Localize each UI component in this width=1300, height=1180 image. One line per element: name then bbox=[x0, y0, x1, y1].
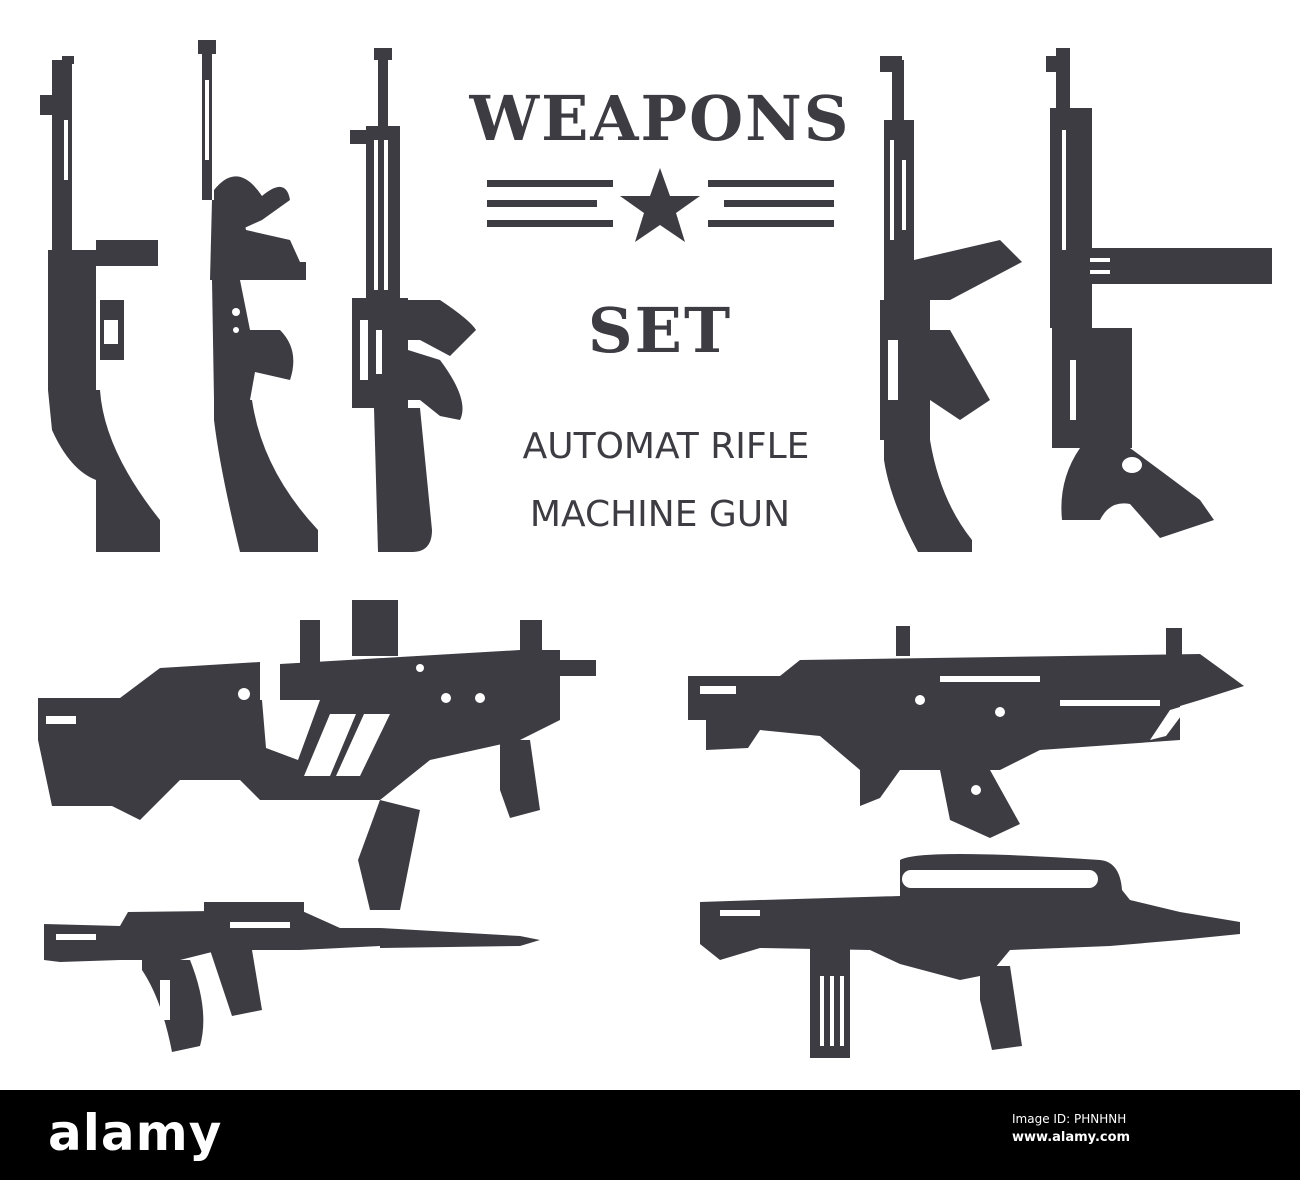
subtitle-automat-rifle: AUTOMAT RIFLE bbox=[523, 426, 810, 467]
title-weapons: WEAPONS bbox=[468, 82, 850, 155]
ak-rifle-icon bbox=[880, 56, 1022, 552]
star-icon bbox=[620, 168, 700, 242]
mp40-smg-icon bbox=[1046, 48, 1272, 538]
bayonet-rifle-icon bbox=[44, 902, 540, 1052]
watermark-footer: alamy Image ID: PHNHNH www.alamy.com bbox=[0, 1090, 1300, 1180]
assault-rifle-icon bbox=[350, 48, 476, 552]
image-id-label: Image ID: PHNHNH bbox=[1012, 1112, 1127, 1126]
artwork-canvas: WEAPONS SET AUTOMAT RIFLE MACHINE GUN bbox=[38, 40, 1272, 1058]
title-set: SET bbox=[588, 294, 732, 367]
smg-drum-magazine-icon bbox=[40, 56, 160, 552]
brand-logo: alamy bbox=[48, 1104, 223, 1162]
scar-rifle-launcher-icon bbox=[688, 626, 1244, 838]
tommy-gun-icon bbox=[198, 40, 318, 552]
subtitle-machine-gun: MACHINE GUN bbox=[530, 494, 790, 535]
site-url: www.alamy.com bbox=[1012, 1130, 1131, 1145]
vector-smg-icon bbox=[38, 600, 596, 910]
star-divider bbox=[487, 168, 834, 242]
bullpup-rifle-icon bbox=[700, 854, 1240, 1058]
